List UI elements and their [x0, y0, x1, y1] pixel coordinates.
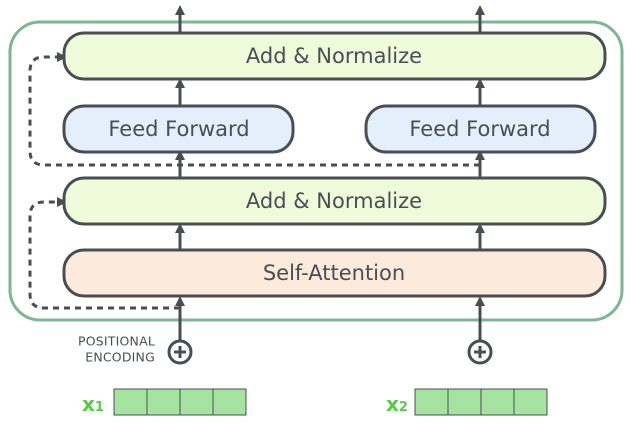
feed-forward-box-1: Feed Forward	[62, 104, 295, 154]
positional-label-line2: ENCODING	[85, 350, 155, 365]
input-vector-x2	[414, 388, 548, 416]
self-attention-box: Self-Attention	[62, 248, 607, 298]
add-normalize-top-label: Add & Normalize	[246, 44, 422, 68]
encoder-block-border	[8, 20, 624, 322]
flow-arrows	[175, 5, 485, 340]
add-normalize-bottom-label: Add & Normalize	[246, 189, 422, 213]
residual-connection-lower	[28, 197, 180, 310]
add-positional-encoding-icon-2	[467, 339, 493, 365]
self-attention-label: Self-Attention	[263, 261, 405, 285]
add-positional-encoding-icon-1	[167, 339, 193, 365]
residual-connection-upper	[28, 52, 480, 167]
positional-label-line1: POSITIONAL	[78, 334, 155, 349]
input-vector-x1	[113, 388, 247, 416]
add-normalize-bottom-box: Add & Normalize	[62, 176, 607, 226]
feed-forward-label-1: Feed Forward	[108, 117, 249, 141]
feed-forward-label-2: Feed Forward	[409, 117, 550, 141]
add-normalize-top-box: Add & Normalize	[62, 31, 607, 81]
input-label-x1: x1	[82, 392, 104, 416]
feed-forward-box-2: Feed Forward	[364, 104, 597, 154]
input-label-x2: x2	[386, 392, 408, 416]
